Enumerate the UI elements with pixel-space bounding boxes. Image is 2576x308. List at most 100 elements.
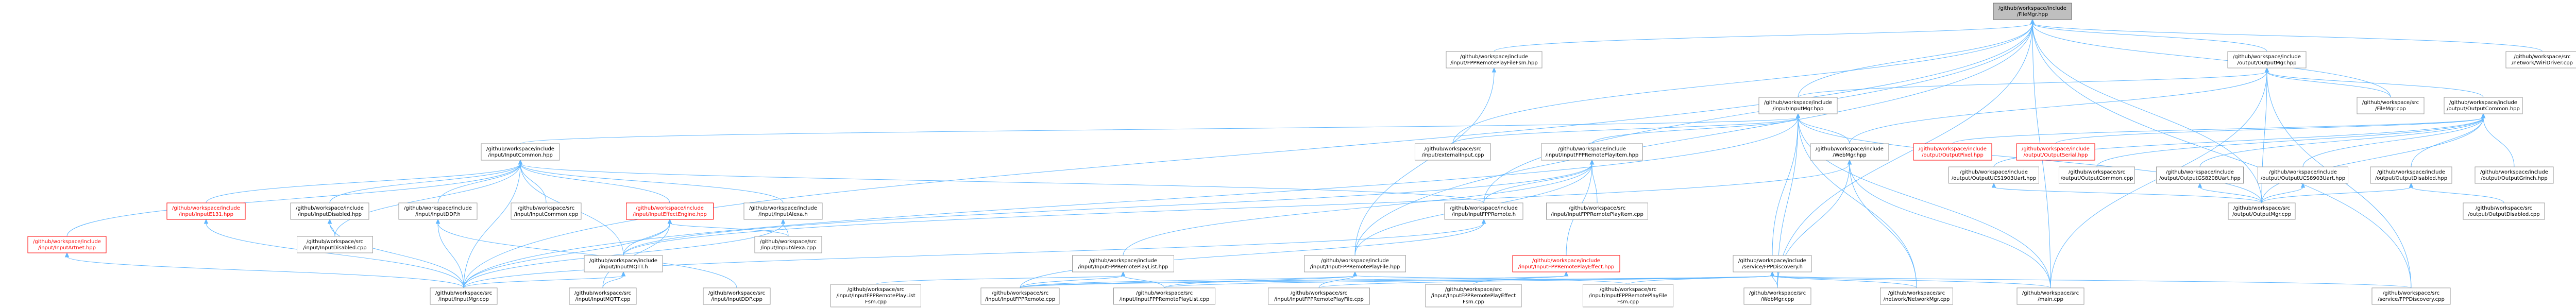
node-label: /input/InputAlexa.cpp [760,245,816,251]
file-node[interactable]: /github/workspace/include/input/InputFPP… [1072,255,1174,272]
file-node[interactable]: /github/workspace/include/input/InputEff… [626,202,714,220]
file-node[interactable]: /github/workspace/src/service/FPPDiscove… [2371,287,2451,305]
node-box [743,202,823,220]
node-box [297,236,373,253]
file-node[interactable]: /github/workspace/src/output/OutputCommo… [2059,166,2135,184]
node-label: /input/InputFPPRemotePlayList [836,293,915,299]
file-node[interactable]: /github/workspace/src/input/InputFPPRemo… [1583,284,1673,307]
node-label: /input/InputAlexa.h [758,212,808,217]
node-label: /output/OutputGS8208Uart.hpp [2159,176,2241,181]
file-node[interactable]: /github/workspace/include/output/OutputM… [2227,51,2307,69]
node-box [1113,287,1215,305]
file-node[interactable]: /github/workspace/include/output/OutputS… [2016,143,2095,161]
node-label: /github/workspace/src [1600,287,1656,293]
file-node[interactable]: /github/workspace/include/output/OutputG… [2475,166,2554,184]
dependency-edge [1318,271,1775,288]
file-node[interactable]: /github/workspace/include/output/OutputP… [1913,143,1992,161]
file-node[interactable]: /github/workspace/include/output/OutputU… [1948,166,2039,184]
node-label: /WebMgr.cpp [1761,297,1794,302]
file-node[interactable]: /github/workspace/include/input/InputMQT… [584,255,663,272]
file-node[interactable]: /github/workspace/include/output/OutputU… [2258,166,2348,184]
file-node[interactable]: /github/workspace/src/main.cpp [2016,287,2084,305]
node-box [2258,166,2348,184]
file-node[interactable]: /github/workspace/src/input/InputCommon.… [511,202,582,220]
dependency-edge [2261,182,2414,203]
node-label: /input/InputDisabled.cpp [303,245,366,251]
dependency-edge [602,218,672,288]
file-node[interactable]: /github/workspace/include/input/InputArt… [27,236,107,253]
file-node[interactable]: /github/workspace/include/input/InputFPP… [1512,255,1620,272]
dependency-edge [2264,67,2484,98]
node-label: /github/workspace/src [2233,206,2290,211]
node-box [1993,3,2072,20]
file-node[interactable]: /github/workspace/src/input/InputFPPRemo… [1113,287,1215,305]
file-node[interactable]: /github/workspace/include/output/OutputG… [2156,166,2244,184]
dependency-edge [1164,271,1358,288]
file-node[interactable]: /github/workspace/include/input/InputFPP… [1444,202,1523,220]
file-node[interactable]: /github/workspace/include/input/InputFPP… [1304,255,1406,272]
file-node[interactable]: /github/workspace/src/input/InputFPPRemo… [1268,287,1370,305]
node-label: /input/InputMgr.hpp [1773,106,1824,112]
file-node[interactable]: /github/workspace/include/input/InputCom… [481,143,560,161]
file-node[interactable]: /github/workspace/include/input/InputAle… [743,202,823,220]
dependency-edge [435,218,464,288]
node-label: /service/FPPDiscovery.h [1742,264,1803,270]
file-node[interactable]: /github/workspace/include/WebMgr.hpp [1810,143,1889,161]
node-label: /output/OutputDisabled.hpp [2375,176,2447,181]
node-box [2475,166,2554,184]
node-box [1415,143,1491,161]
dependency-edge [2409,182,2504,203]
file-node[interactable]: /github/workspace/src/input/InputAlexa.c… [754,236,822,253]
node-label: /github/workspace/src [1425,146,1481,152]
file-node[interactable]: /github/workspace/include/service/FPPDis… [1733,255,1812,272]
file-node[interactable]: /github/workspace/src/output/OutputMgr.c… [2228,202,2296,220]
file-node[interactable]: /github/workspace/src/input/InputFPPRemo… [980,287,1060,305]
file-node[interactable]: /github/workspace/src/network/NetworkMgr… [1880,287,1953,305]
node-label: /main.cpp [2038,297,2063,302]
file-node[interactable]: /github/workspace/include/input/FPPRemot… [1446,51,1543,69]
node-box [1541,143,1643,161]
dependency-edge [623,159,1595,256]
file-node[interactable]: /github/workspace/src/input/InputDDP.cpp [703,287,771,305]
node-label: /github/workspace/src [992,290,1048,296]
file-node[interactable]: /github/workspace/include/input/InputDis… [290,202,369,220]
node-label: /github/workspace/include [636,206,704,211]
file-nodes: /github/workspace/include/FileMgr.hpp/gi… [27,3,2576,307]
file-node[interactable]: /github/workspace/src/input/InputDisable… [297,236,373,253]
node-label: /input/InputCommon.hpp [488,152,553,158]
node-label: /github/workspace/include [1450,206,1518,211]
node-label: /github/workspace/src [1749,290,1806,296]
node-label: /github/workspace/src [1291,290,1347,296]
file-node[interactable]: /github/workspace/src/input/InputFPPRemo… [1425,284,1522,307]
file-node[interactable]: /github/workspace/src/input/InputFPPRemo… [1546,202,1648,220]
node-box [1913,143,1992,161]
node-label: /github/workspace/src [1136,290,1193,296]
file-node[interactable]: /github/workspace/src/WebMgr.cpp [1743,287,1811,305]
node-label: /github/workspace/include [589,258,657,264]
node-box [2370,166,2452,184]
file-node[interactable]: /github/workspace/include/output/OutputC… [2444,97,2523,114]
file-node[interactable]: /github/workspace/src/input/InputMQTT.cp… [569,287,637,305]
file-node[interactable]: /github/workspace/include/input/InputE13… [166,202,246,220]
file-node[interactable]: /github/workspace/src/network/WiFiDriver… [2505,51,2576,69]
file-node[interactable]: /github/workspace/src/input/InputMgr.cpp [430,287,498,305]
file-node[interactable]: /github/workspace/include/output/OutputD… [2370,166,2452,184]
dependency-edge [327,218,464,288]
node-label: /output/OutputMgr.cpp [2232,212,2291,217]
node-label: /input/InputEffectEngine.hpp [633,212,707,217]
node-label: /github/workspace/include [172,206,240,211]
node-box [1810,143,1889,161]
file-node[interactable]: /github/workspace/src/input/externalInpu… [1415,143,1491,161]
file-node[interactable]: /github/workspace/include/input/InputDDP… [398,202,478,220]
dependency-edge [623,159,1852,256]
file-node[interactable]: /github/workspace/include/input/InputMgr… [1758,97,1838,114]
dependency-edge [1591,113,1801,144]
file-node[interactable]: /github/workspace/src/input/InputFPPRemo… [831,284,921,307]
node-label: /service/FPPDiscovery.cpp [2378,297,2445,302]
node-label: /input/InputFPPRemote.cpp [985,297,1055,302]
file-node[interactable]: /github/workspace/src/FileMgr.cpp [2357,97,2425,114]
file-node[interactable]: /github/workspace/src/output/OutputDisab… [2463,202,2545,220]
dependency-edge [1795,113,1917,288]
file-node[interactable]: /github/workspace/include/input/InputFPP… [1541,143,1643,161]
node-label: /output/OutputCommon.hpp [2447,106,2520,112]
